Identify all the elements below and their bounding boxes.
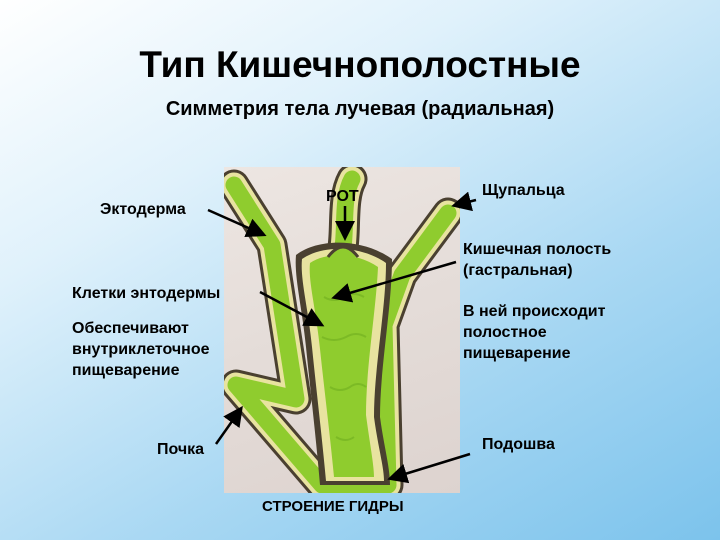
hydra-gastric-cavity (309, 255, 378, 477)
cavity-digestion-label: В ней происходит полостное пищеварение (463, 303, 606, 362)
endoderm-cells-label: Клетки энтодермы (72, 285, 221, 302)
endoderm-arrow (259, 290, 325, 327)
intracellular-digestion-label: Обеспечивают внутриклеточное пищеварение (72, 320, 210, 379)
bud-label: Почка (157, 441, 205, 458)
bud-arrow (214, 405, 243, 445)
figure-caption: СТРОЕНИЕ ГИДРЫ (262, 498, 404, 515)
mouth-label: РОТ (326, 188, 359, 205)
ectoderm-arrow (207, 208, 267, 238)
slide-subtitle: Симметрия тела лучевая (радиальная) (165, 98, 555, 120)
sole-label: Подошва (482, 436, 555, 453)
tentacles-label: Щупальца (482, 182, 565, 199)
slide-title: Тип Кишечнополостные (139, 44, 581, 85)
gastric-cavity-label: Кишечная полость (гастральная) (463, 241, 612, 279)
tentacles-arrow (451, 191, 477, 212)
ectoderm-label: Эктодерма (100, 201, 186, 218)
hydra-mouth (326, 245, 360, 258)
gastric-cavity-arrow (331, 260, 457, 303)
sole-arrow (387, 452, 471, 484)
